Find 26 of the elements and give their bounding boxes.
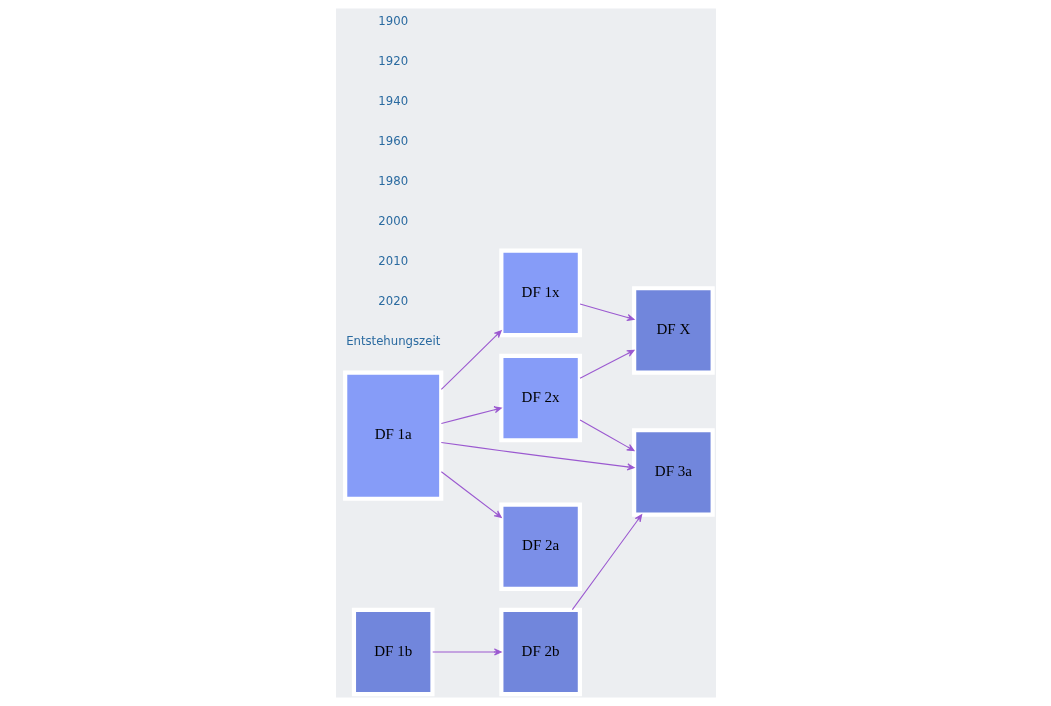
arrow <box>440 406 502 425</box>
arrow <box>571 514 642 611</box>
node-box: DF 1b <box>351 607 435 697</box>
arrow <box>579 349 635 379</box>
label: Entstehungszeit <box>345 334 440 349</box>
node-box: DF 2x <box>498 353 582 443</box>
label: 2020 <box>377 294 408 309</box>
arrow <box>579 419 635 452</box>
arrow <box>440 471 502 518</box>
label: 1960 <box>377 133 408 148</box>
label: 2000 <box>377 213 408 228</box>
label: 2010 <box>377 254 408 269</box>
label: 1940 <box>377 93 408 108</box>
arrow <box>431 648 502 656</box>
node-box: DF 1x <box>498 248 582 338</box>
node-box: DF 3a <box>631 428 715 517</box>
node-box: DF 1a <box>342 370 443 501</box>
arrow <box>579 303 635 321</box>
label: 1980 <box>377 173 408 188</box>
label: 1920 <box>377 53 408 68</box>
label: 1900 <box>377 13 408 28</box>
arrow <box>440 330 502 390</box>
node-box: DF 2a <box>498 502 582 591</box>
arrow <box>440 441 635 471</box>
node-box: DF 2b <box>498 607 582 697</box>
node-box: DF X <box>631 286 715 375</box>
